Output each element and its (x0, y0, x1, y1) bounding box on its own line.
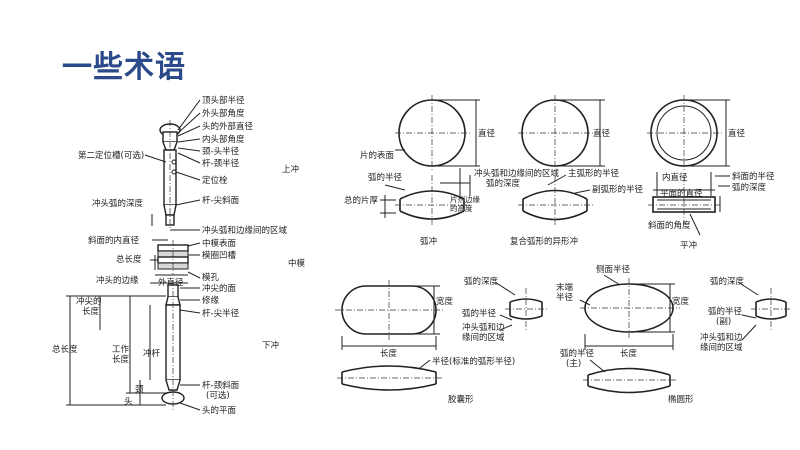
page-title: 一些术语 (62, 50, 186, 85)
label-neck-head-radius: 颈-头半径 (202, 146, 240, 157)
label-die-groove: 模圈凹槽 (202, 250, 237, 261)
oval-length: 长度 (620, 348, 638, 359)
label-total-length: 总长度 (116, 254, 142, 265)
r2-caption: 复合弧形的异形冲 (510, 236, 578, 247)
label-land-area: 冲头弧和边缘间的区域 (202, 225, 288, 236)
label-lower-punch: 下冲 (262, 340, 279, 351)
label-die-bore: 模孔 (202, 272, 220, 283)
r1-tablet-face: 片的表面 (360, 150, 395, 161)
r3-flat: 平冲 (680, 240, 697, 251)
round-punch-1: 直径 片的表面 弧的半径 总的片厚 冲头弧和边缘间的区域 弧的深度 片剂边缘 的… (344, 95, 560, 247)
lower-punch-drawing (161, 280, 185, 412)
r2-main-radius: 主弧形的半径 (568, 168, 620, 179)
label-barrel: 冲杆 (143, 348, 161, 359)
r1-band-2: 的高度 (450, 203, 473, 213)
r3-bevel-radius: 斜面的半径 (732, 171, 775, 182)
r2-secondary-radius: 副弧形的半径 (592, 184, 644, 195)
r1-land: 冲头弧和边缘间的区域 (474, 168, 560, 179)
capsule-land-2: 缘间的区域 (462, 332, 505, 343)
upper-punch-drawing (159, 120, 181, 230)
die-drawing (157, 240, 189, 275)
oval-width: 宽度 (672, 296, 690, 307)
label-barrel-neck-radius: 杆-颈半径 (202, 158, 240, 169)
label-punch-tip-face: 冲尖的面 (202, 283, 237, 294)
label-cup-depth: 冲头弧的深度 (92, 198, 144, 209)
label-key: 定位栓 (202, 175, 228, 186)
r1-total-thickness-1: 总的片厚 (344, 195, 379, 206)
label-working-length-1: 工作 (112, 344, 130, 355)
r3-bevel-face: 平面的直径 (660, 188, 703, 199)
r3-diameter: 直径 (728, 128, 746, 139)
r2-diameter: 直径 (593, 128, 611, 139)
round-punch-3: 直径 内直径 平面的直径 斜面的半径 弧的深度 斜面的角度 平冲 (647, 95, 775, 251)
r1-cup-depth: 弧的深度 (486, 178, 521, 189)
label-head-outer-diameter: 头的外部直径 (202, 121, 254, 132)
label-relief-inner-diameter: 斜面的内直径 (88, 235, 140, 246)
oval-cup-depth: 弧的深度 (710, 276, 745, 287)
label-upper-punch: 上冲 (282, 164, 299, 175)
label-barrel-tip-radius: 杆-尖半径 (202, 308, 240, 319)
r3-cup-depth: 弧的深度 (732, 182, 767, 193)
label-barrel-neck-relief-1: 杆-颈斜面 (202, 380, 240, 391)
r1-caption: 弧冲 (420, 236, 437, 247)
capsule-punch: 宽度 长度 弧的深度 弧的半径 冲头弧和边 缘间的区域 半径(标准的弧形半径) … (335, 276, 548, 405)
oval-land-2: 缘间的区域 (700, 342, 743, 353)
label-outer-diameter: 外直径 (158, 277, 184, 288)
label-head: 头 (124, 396, 133, 407)
label-tip-length-1: 冲尖的 (76, 296, 102, 307)
oval-end-radius-2: 半径 (556, 292, 574, 303)
label-neck: 颈 (135, 385, 144, 395)
oval-cup-radius-minor-2: (副) (716, 316, 731, 327)
label-punch-edge: 冲头的边缘 (96, 275, 139, 286)
capsule-caption: 胶囊形 (448, 394, 474, 405)
r3-inner-diameter: 内直径 (662, 172, 688, 183)
label-inner-head-angle: 内头部角度 (202, 134, 245, 145)
label-outer-head-angle: 外头部角度 (202, 108, 245, 119)
capsule-cup-depth: 弧的深度 (464, 276, 499, 287)
capsule-length: 长度 (380, 348, 398, 359)
r1-cup-radius: 弧的半径 (368, 172, 403, 183)
label-top-tip: 顶头部半径 (202, 95, 245, 106)
label-working-length-2: 长度 (112, 354, 130, 365)
oval-cup-radius-minor-1: 弧的半径 (708, 306, 743, 317)
label-die-face: 中模表面 (202, 238, 237, 249)
r3-bevel-angle: 斜面的角度 (648, 220, 691, 231)
r1-band-1: 片剂边缘 (450, 194, 480, 204)
label-tip-straight: 修缘 (202, 295, 220, 306)
r1-diameter: 直径 (478, 128, 496, 139)
oval-caption: 椭圆形 (668, 394, 694, 405)
capsule-radius-std: 半径(标准的弧形半径) (432, 356, 515, 367)
capsule-width: 宽度 (436, 296, 454, 307)
capsule-land-1: 冲头弧和边 (462, 322, 505, 333)
label-barrel-neck-relief-2: (可选) (206, 390, 230, 401)
label-overall-length: 总长度 (52, 344, 78, 355)
label-second-key-slot: 第二定位槽(可选) (78, 150, 144, 161)
oval-cup-radius-major-1: 弧的半径 (560, 348, 595, 359)
oval-end-radius-1: 末端 (556, 282, 574, 293)
round-punch-2: 直径 主弧形的半径 副弧形的半径 复合弧形的异形冲 (510, 95, 644, 247)
label-tip-length-2: 长度 (82, 306, 100, 317)
label-head-flat: 头的平面 (202, 405, 237, 416)
oval-land-1: 冲头弧和边 (700, 332, 743, 343)
oval-side-radius: 侧面半径 (596, 264, 631, 275)
label-barrel-tip-relief: 杆-尖斜面 (202, 195, 240, 206)
capsule-cup-radius: 弧的半径 (462, 308, 497, 319)
oval-cup-radius-major-2: (主) (566, 358, 581, 369)
oval-punch: 宽度 长度 侧面半径 末端 半径 弧的深度 弧的半径 (副) 冲头弧和边 缘间的… (556, 264, 792, 405)
label-die: 中模 (288, 258, 306, 269)
